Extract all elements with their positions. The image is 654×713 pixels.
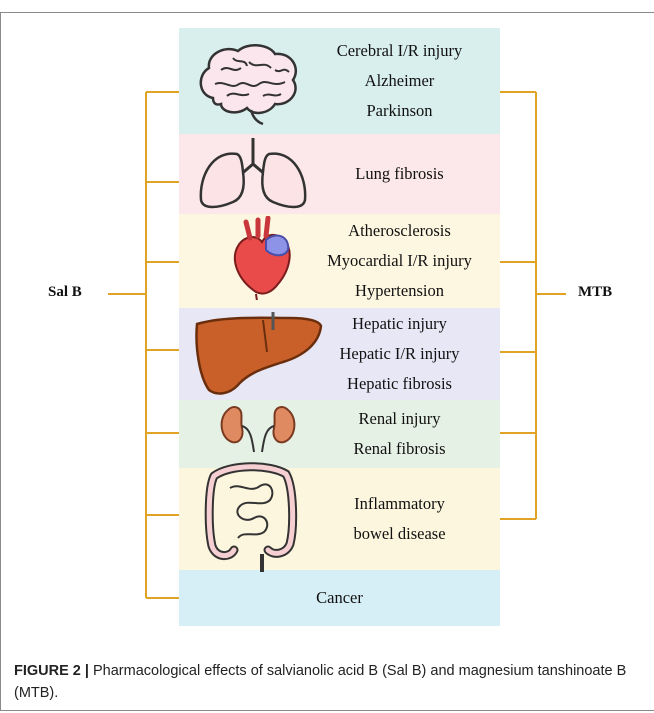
caption-lead: FIGURE 2 | [14, 663, 89, 679]
heart-icon [226, 216, 306, 300]
mtb-label: MTB [578, 284, 612, 301]
lungs-icon [193, 136, 313, 216]
brain-icon [193, 40, 303, 130]
liver-icon [193, 312, 325, 400]
sal-b-label: Sal B [48, 284, 82, 301]
caption-text: Pharmacological effects of salvianolic a… [14, 663, 626, 701]
intestine-icon [200, 458, 300, 576]
figure-caption: FIGURE 2 | Pharmacological effects of sa… [14, 660, 634, 704]
kidneys-icon [218, 398, 298, 454]
